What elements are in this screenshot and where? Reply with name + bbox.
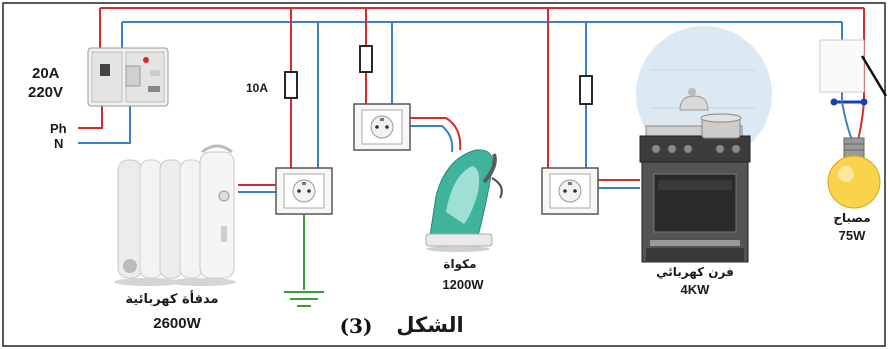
socket-heater [275, 167, 333, 215]
oven-illustration [636, 26, 772, 263]
fuse-2 [359, 45, 373, 73]
socket-oven [541, 167, 599, 215]
circuit-oven [547, 8, 640, 189]
lamp-switch [819, 39, 888, 106]
supply-voltage-label: 220V [28, 84, 63, 101]
circuit-iron [365, 8, 462, 153]
figure-caption-number: (3) [340, 314, 373, 338]
iron-power-label: 1200W [442, 277, 484, 292]
lamp-bulb [827, 137, 881, 209]
lamp-name-label: مصباح [833, 211, 870, 225]
supply-current-label: 20A [32, 65, 60, 82]
lamp-power-label: 75W [839, 228, 866, 243]
oven-power-label: 4KW [681, 282, 711, 297]
fuse-rating-label: 10A [246, 81, 268, 95]
main-bus [78, 7, 864, 144]
neutral-label: N [54, 136, 63, 151]
ph-input-wire [78, 106, 103, 129]
figure-caption-word: الشكل [396, 313, 463, 337]
heater-illustration [114, 144, 236, 286]
socket-iron [353, 103, 411, 151]
heater-name-label: مدفأة كهربائية [125, 290, 218, 307]
iron-name-label: مكواة [443, 257, 476, 272]
n-input-wire [78, 106, 131, 144]
heater-power-label: 2600W [153, 315, 201, 332]
circuit-heater [238, 8, 324, 307]
fuse-3 [579, 75, 593, 105]
oven-name-label: فرن كهربائي [656, 265, 734, 279]
circuit-breaker [87, 47, 169, 107]
iron-illustration [425, 149, 503, 252]
fuse-1 [284, 71, 298, 99]
phase-label: Ph [50, 121, 67, 136]
